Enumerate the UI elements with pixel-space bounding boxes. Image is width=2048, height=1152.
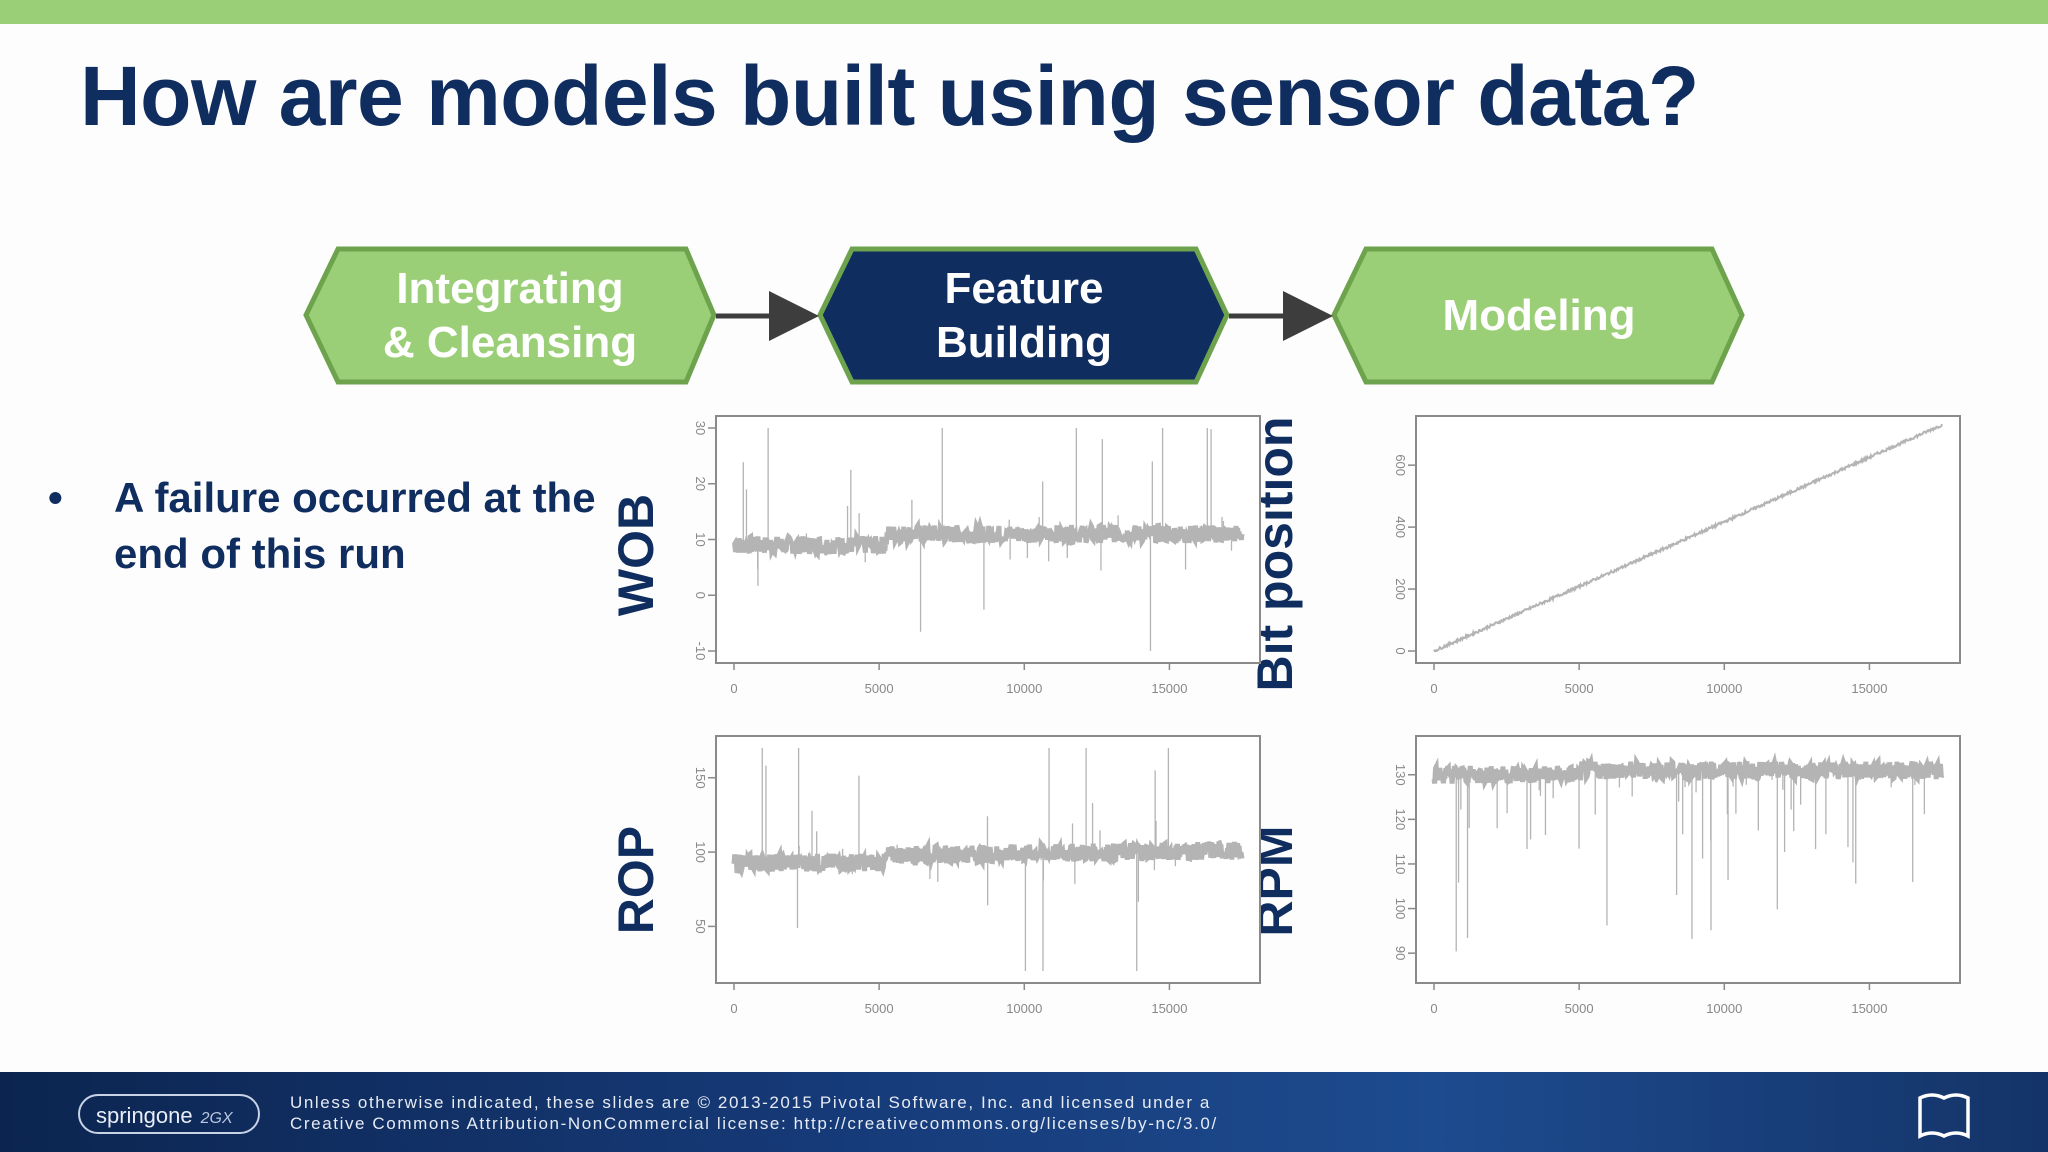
x-tick-label: 10000 [1706, 681, 1742, 696]
y-tick-label: 50 [693, 919, 708, 933]
y-tick-label: 100 [693, 841, 708, 863]
license-line-1: Unless otherwise indicated, these slides… [290, 1093, 1211, 1112]
x-tick-label: 10000 [1706, 1001, 1742, 1016]
flow-step-feature-shape [817, 246, 1230, 385]
flow-step-integrating-line1: Integrating [396, 264, 624, 313]
y-tick-label: 90 [1393, 946, 1408, 960]
flow-step-feature-line1: Feature [944, 264, 1104, 313]
rop-svg: 50 100 150 0 5000 10000 15000 [693, 735, 1261, 1016]
x-tick-label: 0 [730, 1001, 737, 1016]
rop-plot: 50 100 150 0 5000 10000 15000 [668, 730, 1268, 1035]
series-line [1433, 423, 1943, 653]
y-tick-label: 10 [693, 532, 708, 546]
license-text: Unless otherwise indicated, these slides… [290, 1092, 1218, 1134]
x-tick-label: 15000 [1151, 1001, 1187, 1016]
springone-logo: springone 2GX [78, 1094, 260, 1134]
y-tick-label: 200 [1393, 578, 1408, 600]
series-line [731, 515, 1245, 561]
x-tick-label: 5000 [1565, 681, 1594, 696]
footer-bar: springone 2GX Unless otherwise indicated,… [0, 1072, 2048, 1152]
top-accent-bar [0, 0, 2048, 24]
flow-step-integrating: Integrating & Cleansing [340, 256, 680, 376]
y-tick-label: 30 [693, 421, 708, 435]
x-tick-label: 10000 [1006, 1001, 1042, 1016]
logo-sub: 2GX [200, 1110, 233, 1127]
flow-step-modeling: Modeling [1366, 256, 1712, 376]
y-tick-label: -10 [693, 642, 708, 661]
flow-step-integrating-shape [303, 246, 717, 385]
x-tick-label: 5000 [1565, 1001, 1594, 1016]
wob-svg: -10 0 10 20 30 0 5000 10000 15000 [693, 415, 1261, 696]
y-tick-label: 600 [1393, 454, 1408, 476]
y-tick-label: 0 [1393, 647, 1408, 654]
bitpos-svg: 0 200 400 600 0 5000 10000 15000 [1393, 415, 1961, 696]
rpm-plot: 90 100 110 120 130 0 5000 10000 15000 [1368, 730, 1968, 1035]
series-line [1431, 752, 1945, 792]
y-tick-label: 100 [1393, 898, 1408, 920]
bitpos-plot: 0 200 400 600 0 5000 10000 15000 [1368, 410, 1968, 715]
x-tick-label: 10000 [1006, 681, 1042, 696]
flow-step-feature-building: Feature Building [852, 256, 1196, 376]
y-tick-label: 130 [1393, 764, 1408, 786]
x-tick-label: 15000 [1851, 1001, 1887, 1016]
y-tick-label: 150 [693, 767, 708, 789]
x-tick-label: 0 [730, 681, 737, 696]
process-flow [303, 246, 1745, 385]
wob-ylabel: WOB [608, 493, 664, 617]
y-tick-label: 20 [693, 477, 708, 491]
slide-title: How are models built using sensor data? [80, 49, 1699, 143]
bullet-text: A failure occurred at the end of this ru… [114, 474, 596, 577]
y-tick-label: 110 [1393, 854, 1408, 875]
wob-plot: -10 0 10 20 30 0 5000 10000 15000 [668, 410, 1268, 715]
flow-step-integrating-line2: & Cleansing [382, 318, 638, 367]
rpm-svg: 90 100 110 120 130 0 5000 10000 15000 [1393, 735, 1961, 1016]
y-tick-label: 120 [1393, 809, 1408, 831]
flow-step-modeling-shape [1331, 246, 1745, 385]
x-tick-label: 0 [1430, 681, 1437, 696]
license-line-2: Creative Commons Attribution-NonCommerci… [290, 1114, 1218, 1133]
x-tick-label: 5000 [865, 681, 894, 696]
y-tick-label: 400 [1393, 516, 1408, 538]
x-tick-label: 0 [1430, 1001, 1437, 1016]
x-tick-label: 15000 [1151, 681, 1187, 696]
book-icon [1918, 1093, 1970, 1139]
y-tick-label: 0 [693, 592, 708, 599]
flow-step-modeling-line1: Modeling [1442, 291, 1636, 340]
bullet-dot: • [48, 474, 63, 521]
rop-ylabel: ROP [608, 825, 664, 935]
flow-step-feature-line2: Building [936, 318, 1112, 367]
x-tick-label: 5000 [865, 1001, 894, 1016]
logo-text: springone [96, 1103, 193, 1128]
x-tick-label: 15000 [1851, 681, 1887, 696]
